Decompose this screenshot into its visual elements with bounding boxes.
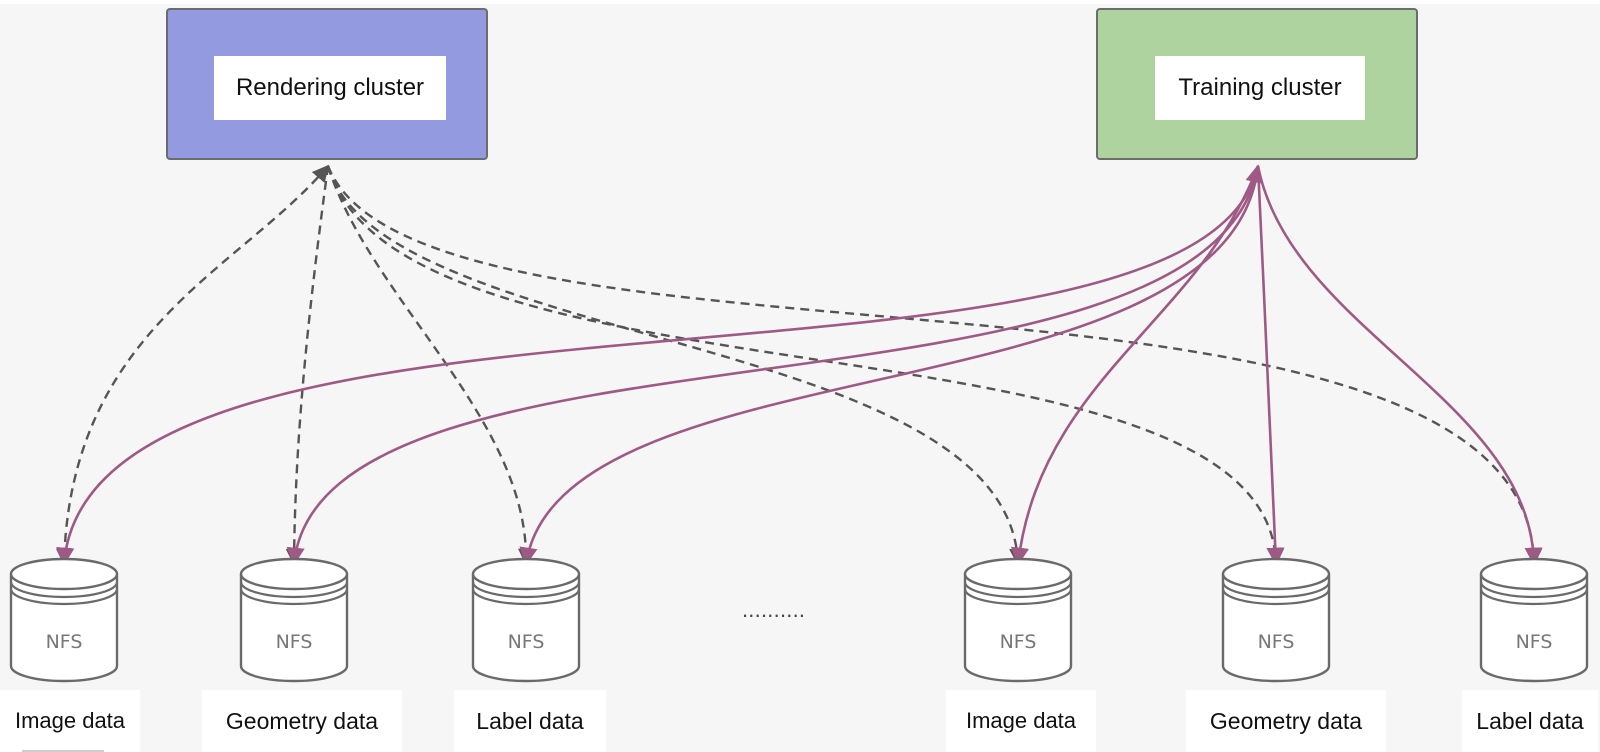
render-link-label-2 xyxy=(326,165,1543,566)
render-link-geometry-1 xyxy=(285,165,330,566)
training-cluster: Training cluster xyxy=(1096,8,1418,160)
nfs-cylinder-geometry-2: NFS xyxy=(1221,557,1331,683)
store-label-image-1: Image data xyxy=(0,690,140,752)
train-link-image-2 xyxy=(1010,165,1260,566)
render-link-image-1 xyxy=(56,164,330,566)
train-link-label-1 xyxy=(519,165,1260,566)
nfs-badge-image-2: NFS xyxy=(1000,631,1037,653)
nfs-cylinder-image-2: NFS xyxy=(963,557,1073,683)
nfs-cylinder-label-2: NFS xyxy=(1479,557,1589,683)
nfs-cylinder-geometry-1: NFS xyxy=(239,557,349,683)
rendering-cluster: Rendering cluster xyxy=(166,8,488,160)
nfs-badge-label-1: NFS xyxy=(508,631,545,653)
store-label-geometry-1: Geometry data xyxy=(202,690,402,752)
storage-cylinders: NFS NFS NFS NFS NFS NFS xyxy=(9,557,1589,683)
train-link-geometry-1 xyxy=(286,165,1260,566)
store-label-image-2: Image data xyxy=(946,690,1096,752)
store-label-label-2: Label data xyxy=(1462,690,1598,752)
nfs-cylinder-label-1: NFS xyxy=(471,557,581,683)
more-stores-ellipsis: ·········· xyxy=(741,602,805,627)
rendering-cluster-label: Rendering cluster xyxy=(214,56,446,120)
train-link-image-1 xyxy=(56,164,1264,566)
train-link-geometry-2 xyxy=(1256,165,1285,566)
nfs-badge-label-2: NFS xyxy=(1516,631,1553,653)
nfs-badge-geometry-2: NFS xyxy=(1258,631,1295,653)
nfs-badge-geometry-1: NFS xyxy=(276,631,313,653)
nfs-cylinder-image-1: NFS xyxy=(9,557,119,683)
render-link-label-1 xyxy=(326,165,535,566)
store-label-label-1: Label data xyxy=(454,690,606,752)
training-cluster-label: Training cluster xyxy=(1155,56,1365,120)
decorative-underline xyxy=(22,750,104,752)
train-link-label-2 xyxy=(1256,165,1543,566)
training-links xyxy=(56,164,1543,566)
store-label-geometry-2: Geometry data xyxy=(1186,690,1386,752)
nfs-badge-image-1: NFS xyxy=(46,631,83,653)
